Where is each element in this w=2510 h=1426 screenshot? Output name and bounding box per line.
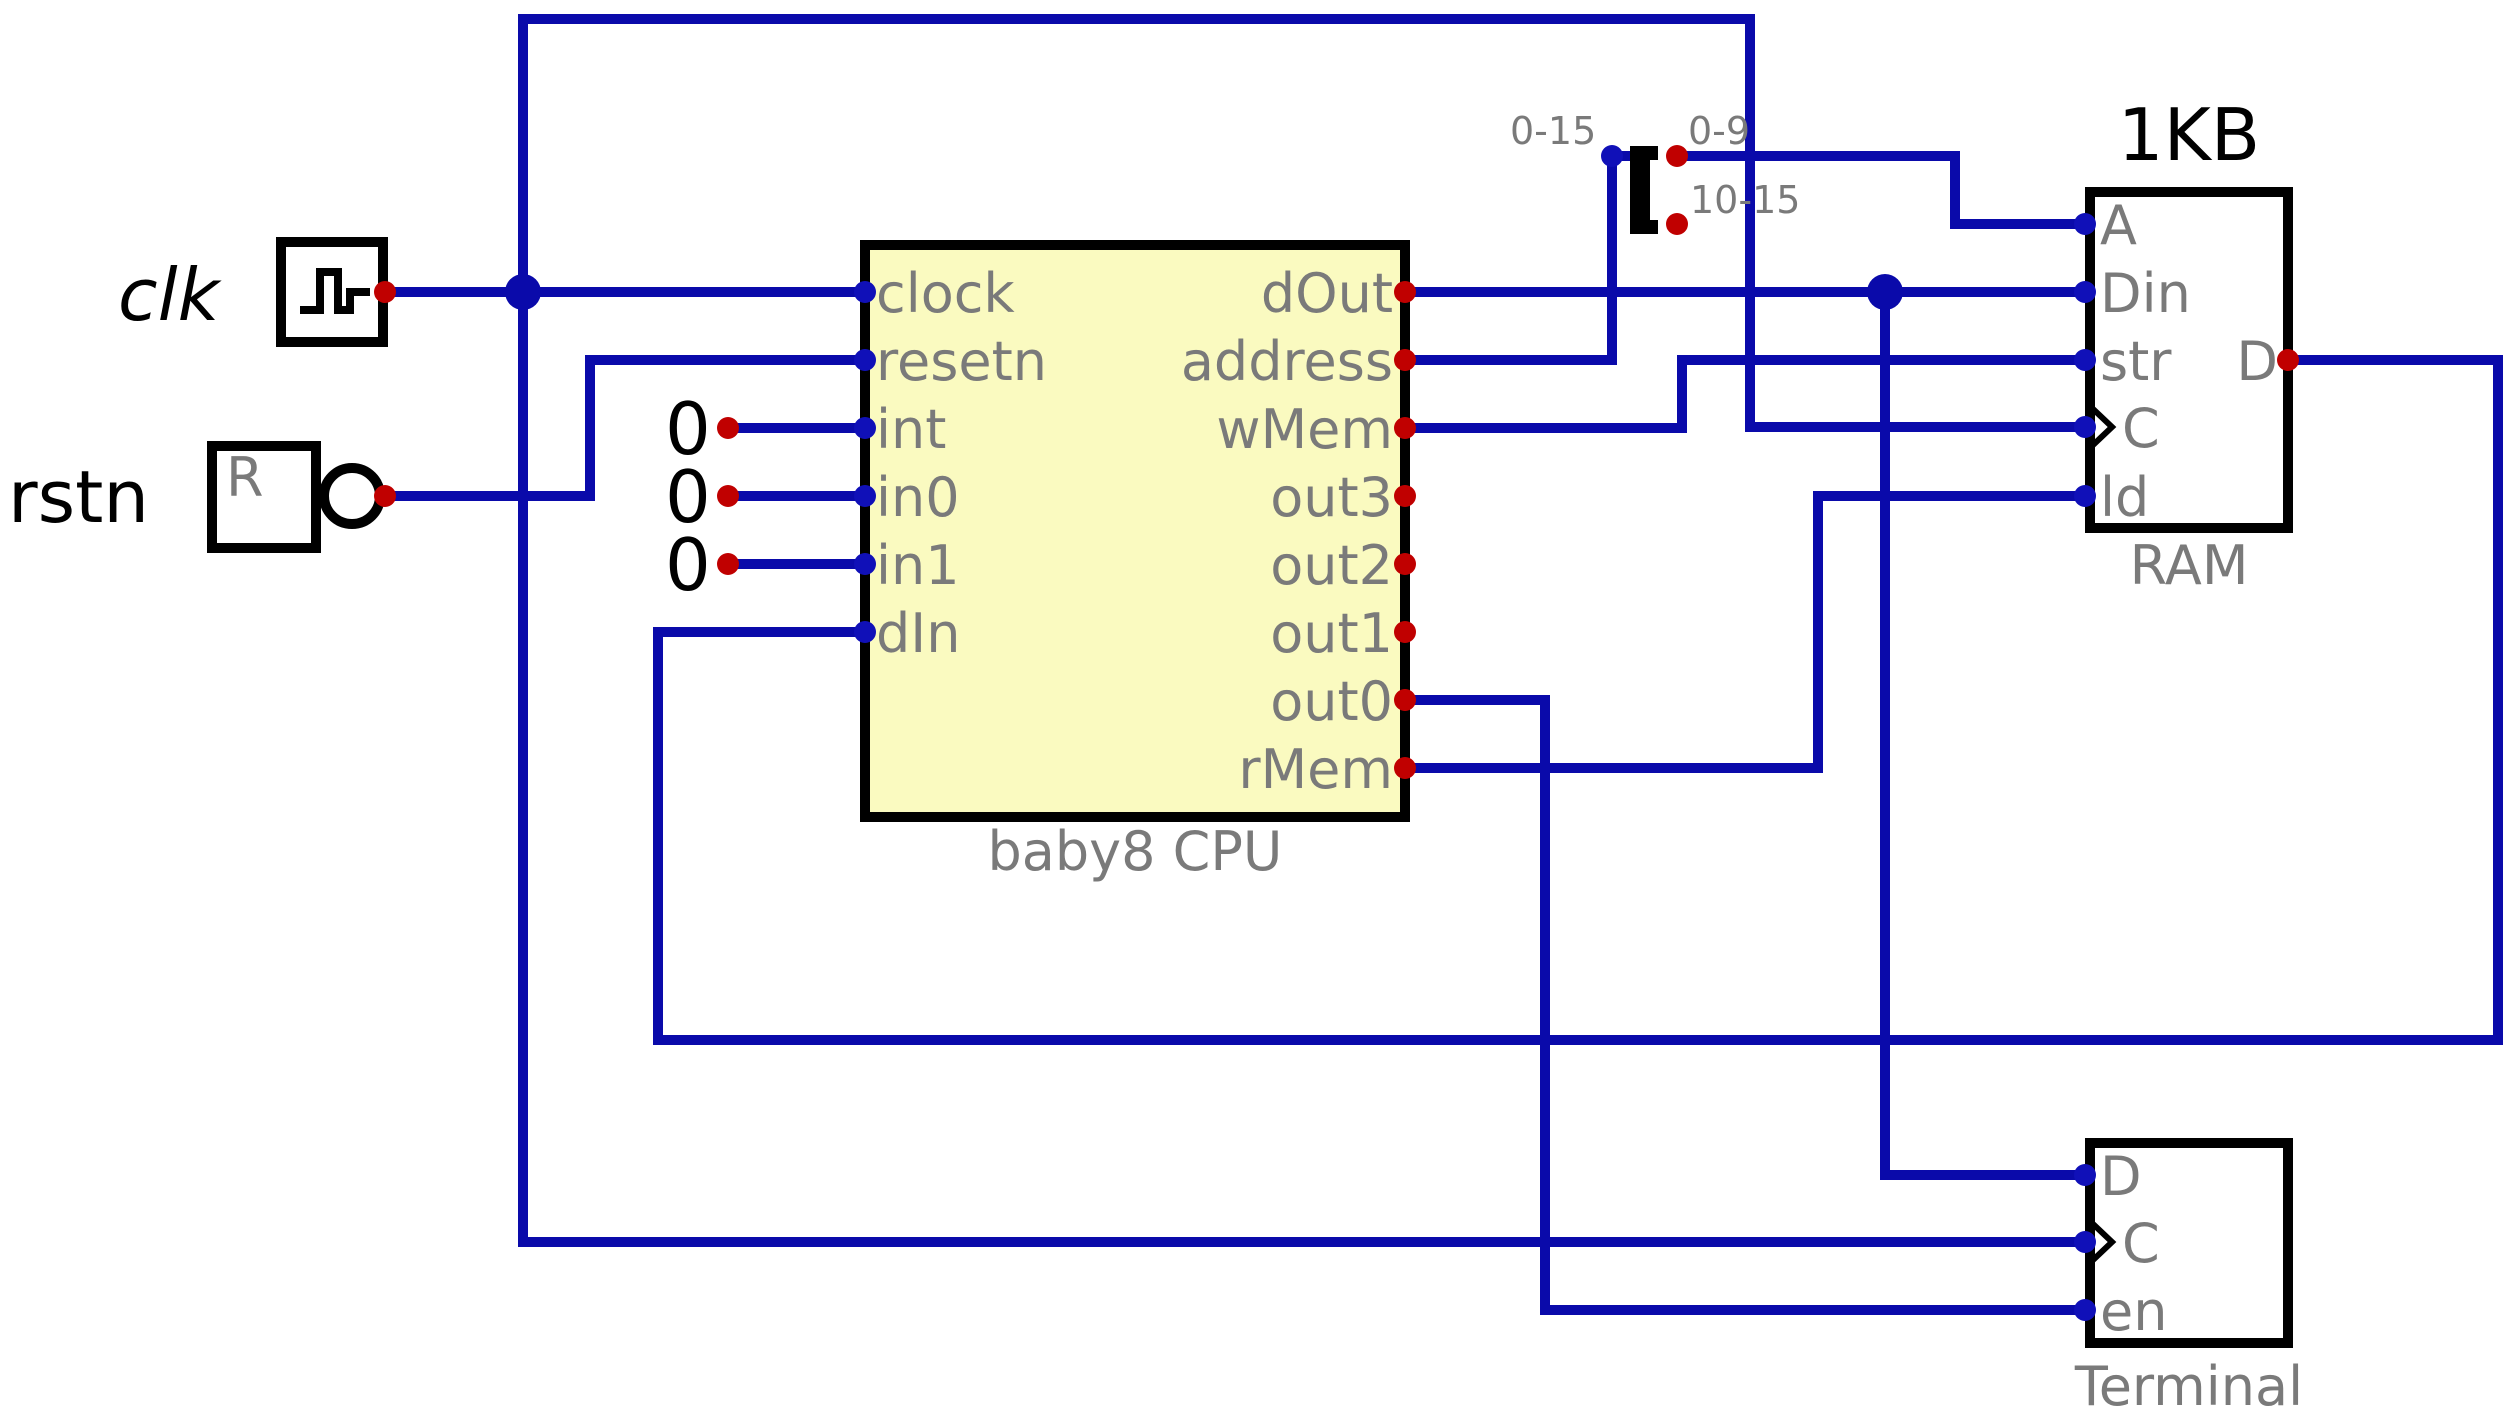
cpu-pin-rmem: rMem <box>1238 738 1393 801</box>
wire-dout-terminal-d <box>1880 292 2085 1180</box>
wire-rstn-cpu <box>385 355 865 501</box>
wire-clock-terminal <box>518 292 2085 1247</box>
splitter-out-low-label: 0-9 <box>1688 109 1750 153</box>
splitter-out-high-label: 10-15 <box>1690 178 1800 222</box>
constant-in1-value: 0 <box>665 523 711 607</box>
inverter-bubble-icon <box>319 463 385 529</box>
ram-name: RAM <box>2130 534 2249 597</box>
clock-waveform-icon <box>300 268 370 314</box>
wire-clock-ram <box>518 14 2085 432</box>
cpu-pin-out2: out2 <box>1270 534 1393 597</box>
constant-int-value: 0 <box>665 387 711 471</box>
junction-clock <box>505 274 541 310</box>
constant-int: 0 <box>665 387 739 471</box>
terminal-name: Terminal <box>2074 1355 2303 1418</box>
clock-source[interactable] <box>276 237 396 347</box>
splitter[interactable]: 0-15 0-9 10-15 <box>1510 109 1800 235</box>
ram-pin-ld: ld <box>2100 466 2149 529</box>
cpu-pin-in0: in0 <box>876 466 960 529</box>
ram-pin-d: D <box>2236 330 2278 393</box>
constant-in0-value: 0 <box>665 455 711 539</box>
ram-clock-triangle-icon <box>2089 405 2117 449</box>
wire-ram-d-cpu-din <box>653 355 2503 1045</box>
cpu-pin-address: address <box>1181 330 1393 393</box>
reset-button-pin <box>374 485 396 507</box>
cpu-pin-wmem: wMem <box>1216 398 1393 461</box>
splitter-bar-top <box>1630 146 1658 160</box>
terminal-block[interactable]: D C en <box>2074 1138 2293 1348</box>
constant-in1: 0 <box>665 523 739 607</box>
ram-pin-a: A <box>2100 194 2137 257</box>
cpu-block[interactable]: clock resetn int in0 in1 dIn dOut addres… <box>854 240 1416 822</box>
ram-out-pin <box>2277 349 2299 371</box>
cpu-body <box>860 240 1410 822</box>
clk-label: clk <box>118 253 223 337</box>
wire-splitter-ram-a <box>1677 151 2085 229</box>
rstn-label: rstn <box>8 455 149 539</box>
terminal-pin-en: en <box>2100 1280 2167 1343</box>
cpu-output-pins <box>1394 281 1416 779</box>
splitter-out-high-pin <box>1666 213 1688 235</box>
splitter-bar-bottom <box>1630 220 1658 234</box>
wire-wmem-ram-str <box>1405 355 2085 433</box>
cpu-input-pins <box>854 281 876 643</box>
splitter-in-label: 0-15 <box>1510 109 1596 153</box>
reset-button-glyph: R <box>226 446 264 509</box>
clock-source-pin <box>374 281 396 303</box>
constant-in0: 0 <box>665 455 739 539</box>
cpu-pin-out3: out3 <box>1270 466 1393 529</box>
wires <box>385 14 2503 1315</box>
terminal-pin-c: C <box>2122 1212 2160 1275</box>
cpu-pin-dout: dOut <box>1261 262 1393 325</box>
wire-rmem-ram-ld <box>1405 491 2085 773</box>
cpu-pin-in1: in1 <box>876 534 960 597</box>
wire-address-splitter <box>1405 151 1641 365</box>
cpu-pin-resetn: resetn <box>876 330 1047 393</box>
wire-out0-terminal-en <box>1405 695 2085 1315</box>
ram-pin-c: C <box>2122 397 2160 460</box>
cpu-pin-din: dIn <box>876 602 960 665</box>
cpu-pin-int: int <box>876 398 946 461</box>
cpu-pin-out0: out0 <box>1270 670 1393 733</box>
cpu-pin-out1: out1 <box>1270 602 1393 665</box>
splitter-in-pin <box>1601 145 1623 167</box>
terminal-pin-d: D <box>2100 1145 2142 1208</box>
ram-block[interactable]: 1KB A Din str C ld D <box>2074 93 2299 533</box>
ram-pin-str: str <box>2100 330 2172 393</box>
ram-size-label: 1KB <box>2118 93 2260 177</box>
cpu-pin-clock: clock <box>876 262 1015 325</box>
reset-button[interactable]: R <box>207 441 396 553</box>
cpu-name: baby8 CPU <box>988 820 1283 883</box>
junction-dout <box>1867 274 1903 310</box>
terminal-clock-triangle-icon <box>2089 1220 2117 1264</box>
splitter-bar <box>1630 146 1650 234</box>
splitter-out-low-pin <box>1666 145 1688 167</box>
ram-pin-din: Din <box>2100 262 2191 325</box>
